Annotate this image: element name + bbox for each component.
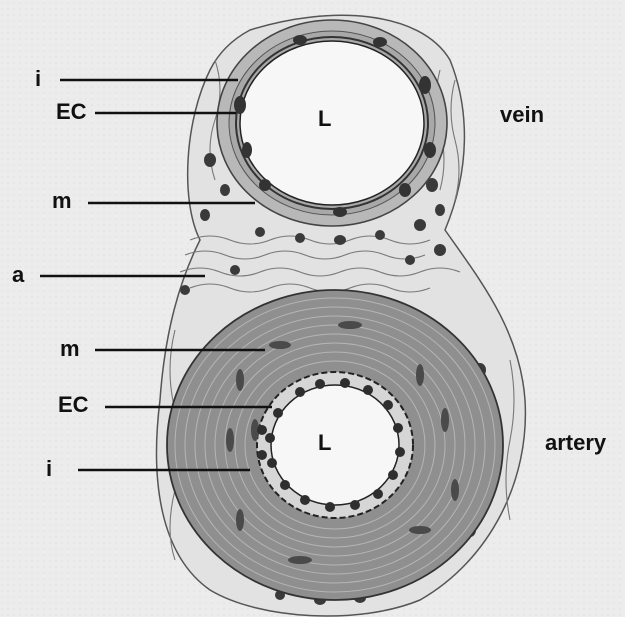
label-artery-endothelial: EC <box>58 394 89 416</box>
label-artery: artery <box>545 432 606 454</box>
label-adventitia: a <box>12 264 24 286</box>
label-artery-media: m <box>60 338 80 360</box>
label-vein-lumen: L <box>318 108 331 130</box>
label-vein: vein <box>500 104 544 126</box>
label-vein-intima: i <box>35 68 41 90</box>
label-vein-media: m <box>52 190 72 212</box>
label-artery-lumen: L <box>318 432 331 454</box>
label-vein-endothelial: EC <box>56 101 87 123</box>
vein-wall <box>217 20 447 226</box>
artery-wall <box>167 290 503 600</box>
label-artery-intima: i <box>46 458 52 480</box>
